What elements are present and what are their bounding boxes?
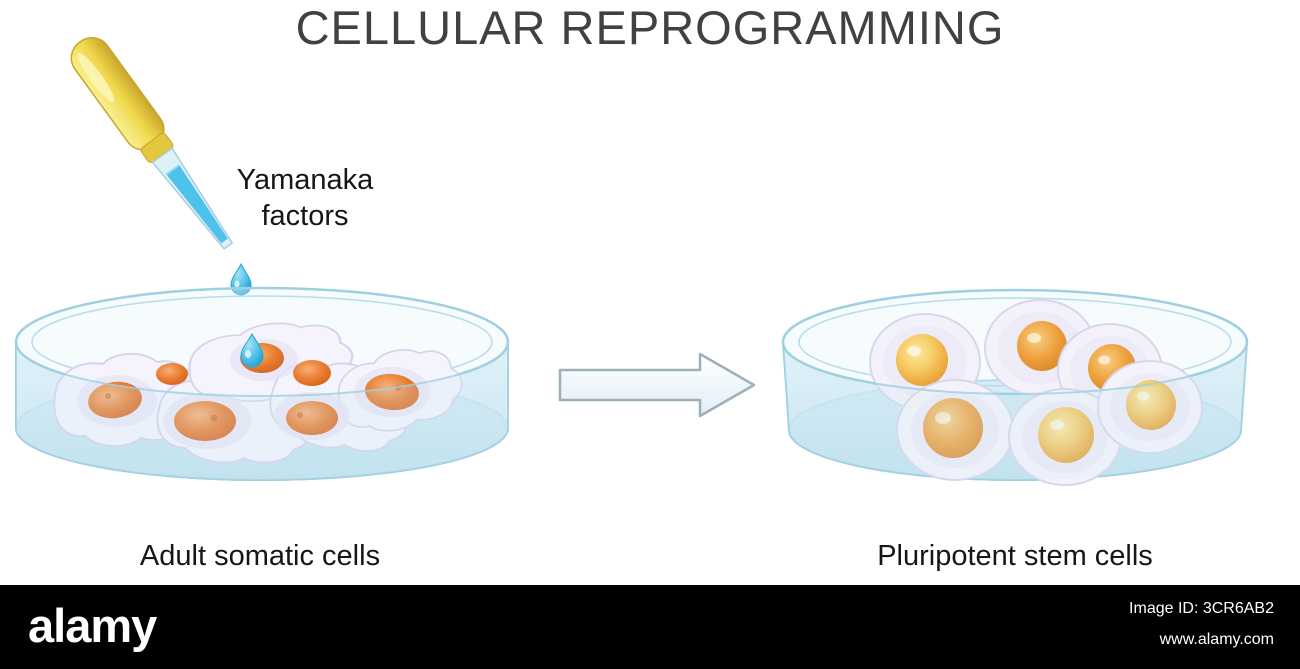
pipette-label: Yamanaka factors <box>205 162 405 234</box>
petri-dish-stem <box>781 288 1249 486</box>
stem-cell <box>896 379 1014 481</box>
stem-cell <box>1097 360 1203 454</box>
image-id-text: Image ID: 3CR6AB2 <box>1129 600 1274 617</box>
left-dish-label: Adult somatic cells <box>139 540 381 572</box>
footer-bar: alamy Image ID: 3CR6AB2 www.alamy.com <box>0 585 1300 669</box>
droplet-on-cells-icon <box>240 332 264 368</box>
pipette-label-line1: Yamanaka <box>236 164 374 196</box>
pipette-label-line2: factors <box>261 200 349 232</box>
website-text: www.alamy.com <box>1159 631 1274 648</box>
petri-dish-somatic <box>14 286 510 481</box>
dish-glass-left-front <box>15 341 509 480</box>
pipette-body <box>70 37 234 250</box>
somatic-cells-group <box>53 314 469 476</box>
page-title: CELLULAR REPROGRAMMING <box>295 1 1005 54</box>
right-dish-label: Pluripotent stem cells <box>877 540 1153 572</box>
pipette-icon <box>70 37 234 250</box>
alamy-logo: alamy <box>28 599 157 652</box>
stem-cell <box>1008 388 1122 486</box>
footer-info: Image ID: 3CR6AB2 www.alamy.com <box>1129 600 1274 649</box>
dish-glass-right-front <box>782 341 1248 480</box>
stem-cells-group <box>869 299 1203 486</box>
arrow-right-icon <box>558 352 756 418</box>
